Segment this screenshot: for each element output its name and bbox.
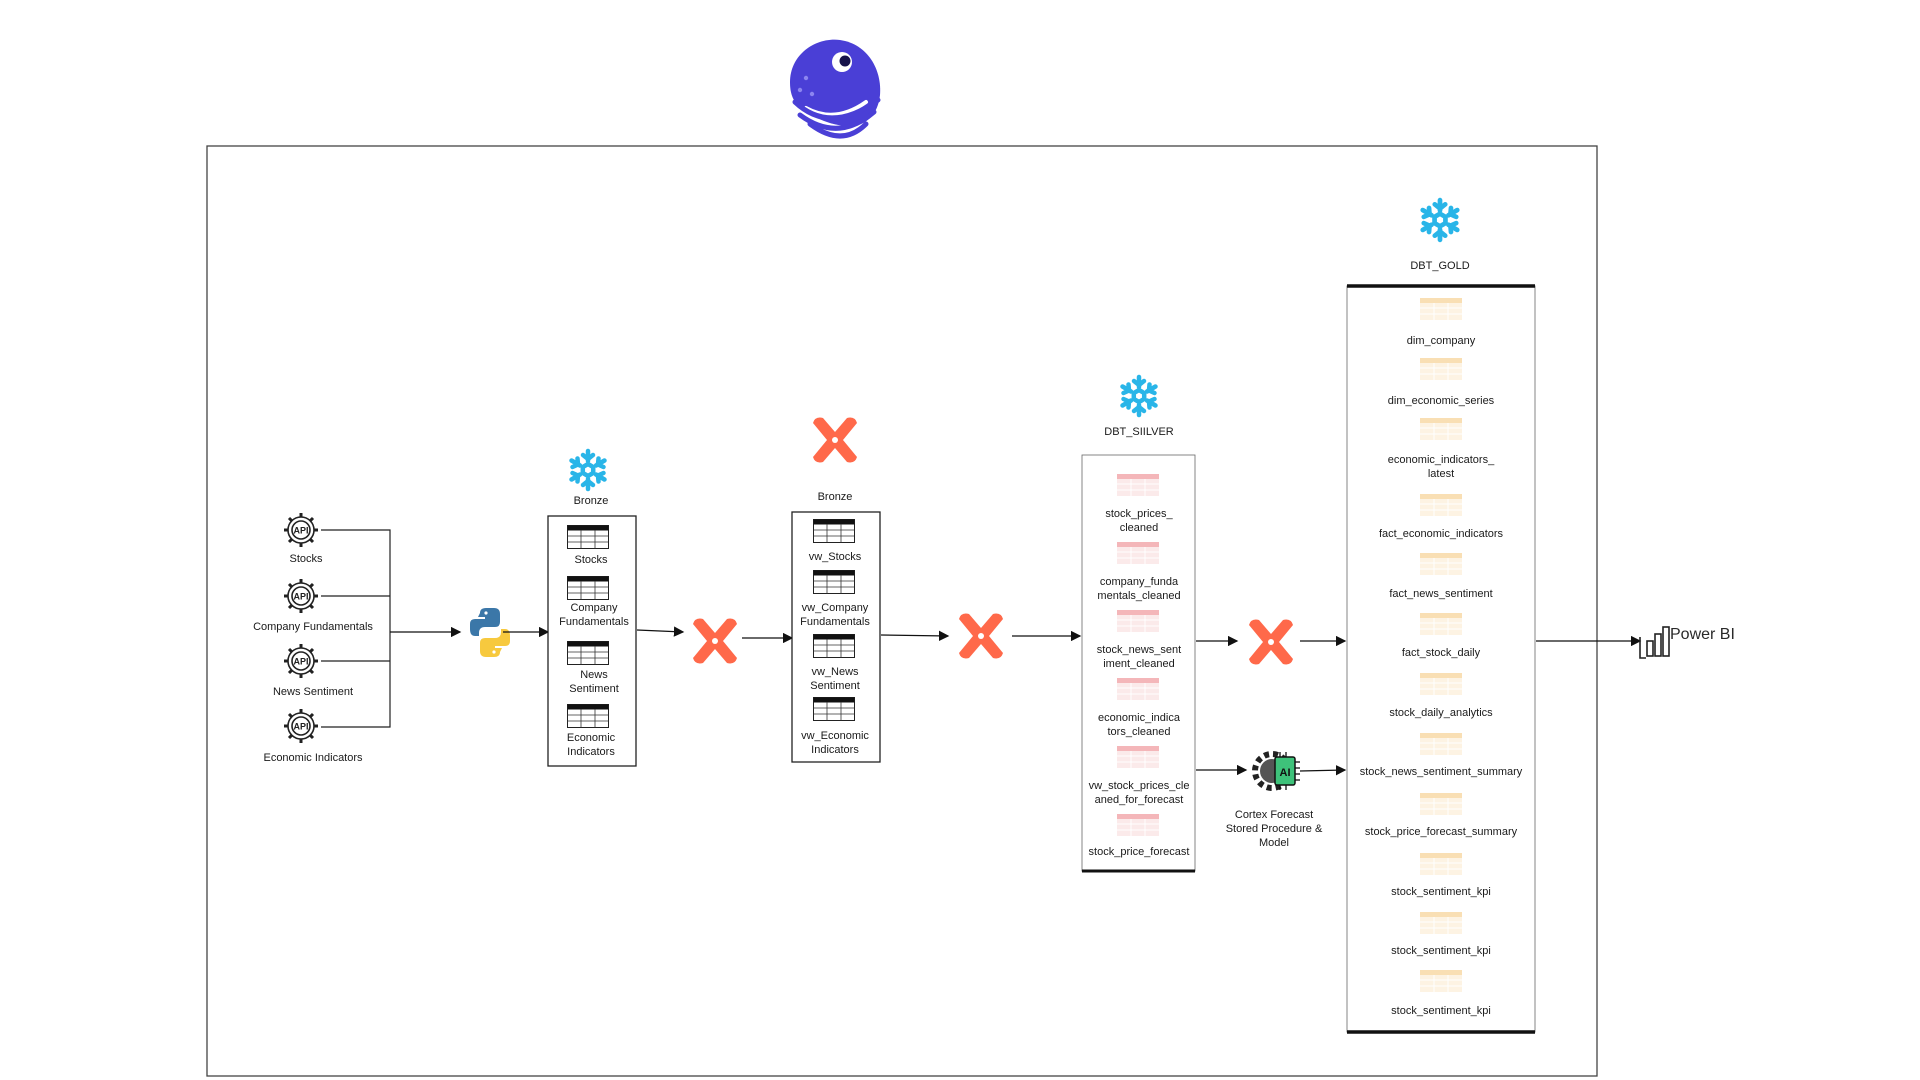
snowflake-bronze-icon [572, 451, 605, 489]
gold-table-label: stock_news_sentiment_summary [1359, 766, 1523, 778]
gold-table-label: stock_price_forecast_summary [1364, 826, 1518, 838]
dbt-icon [1249, 619, 1293, 665]
snowflake-silver-icon [1123, 377, 1156, 415]
source-connectors [321, 529, 391, 728]
source-label-stocks: Stocks [289, 553, 323, 565]
gold-table-label: stock_sentiment_kpi [1391, 886, 1491, 898]
gold-table-label: fact_economic_indicators [1378, 528, 1504, 540]
table-icon [1420, 553, 1462, 575]
bronze-raw-table-label: Economic Indicators [566, 732, 616, 758]
gold-table-label: fact_news_sentiment [1389, 588, 1493, 600]
gold-table-label: stock_daily_analytics [1389, 707, 1493, 719]
ai-chip-gear-icon: AI [1252, 751, 1300, 791]
api-news-sentiment-icon [282, 642, 320, 680]
table-icon [567, 704, 609, 728]
arrow-cortex-to-gold [1299, 765, 1347, 776]
source-label-news-sentiment: News Sentiment [272, 686, 354, 698]
table-icon [1420, 494, 1462, 516]
table-icon [1420, 853, 1462, 875]
table-icon [1117, 474, 1159, 496]
table-icon [1117, 746, 1159, 768]
bronze-views-table-label: vw_Company Fundamentals [800, 602, 870, 628]
power-bi-label: Power BI [1670, 626, 1735, 643]
gold-title: DBT_GOLD [1410, 260, 1470, 272]
bronze-raw-title: Bronze [573, 495, 609, 507]
api-stocks-icon [282, 511, 320, 549]
source-label-economic-indicators: Economic Indicators [263, 752, 363, 764]
bronze-views-table-label: vw_Economic Indicators [801, 730, 869, 756]
table-icon [813, 570, 855, 594]
source-label-company-fundamentals: Company Fundamentals [253, 621, 373, 633]
table-icon [1420, 733, 1462, 755]
table-icon [1420, 358, 1462, 380]
ai-chip-text: AI [1280, 767, 1291, 779]
dbt-icon [959, 613, 1003, 659]
arrow-bronze-to-dbt [636, 626, 685, 637]
table-icon [1420, 673, 1462, 695]
gold-table-label: stock_sentiment_kpi [1391, 945, 1491, 957]
gold-table-label: economic_indicators_ latest [1387, 454, 1495, 480]
table-icon [567, 525, 609, 549]
silver-table-label: company_funda mentals_cleaned [1097, 576, 1181, 602]
table-icon [1117, 814, 1159, 836]
table-icon [1420, 793, 1462, 815]
api-company-fundamentals-icon [282, 577, 320, 615]
bronze-raw-table-label: News Sentiment [569, 669, 619, 695]
dagster-octopus-icon [790, 39, 881, 139]
power-bi-icon [1639, 626, 1670, 659]
table-icon [1117, 678, 1159, 700]
gold-table-label: dim_company [1406, 335, 1476, 347]
bronze-raw-table-label: Stocks [574, 554, 608, 566]
python-icon [470, 608, 510, 657]
silver-table-label: stock_prices_ cleaned [1105, 508, 1173, 534]
arrow-views-to-dbt [880, 630, 950, 642]
dbt-icon [693, 618, 737, 664]
dbt-bronze-icon [813, 417, 857, 463]
table-icon [567, 641, 609, 665]
table-icon [1420, 298, 1462, 320]
silver-table-label: vw_stock_prices_cle aned_for_forecast [1088, 780, 1190, 806]
bronze-raw-table-label: Company Fundamentals [559, 602, 629, 628]
bronze-views-title: Bronze [817, 491, 853, 503]
silver-box [1081, 454, 1196, 872]
table-icon [1420, 418, 1462, 440]
table-icon [813, 519, 855, 543]
table-icon [1420, 613, 1462, 635]
gold-table-label: dim_economic_series [1387, 395, 1495, 407]
table-icon [1420, 912, 1462, 934]
api-economic-indicators-icon [282, 707, 320, 745]
orchestration-frame [206, 145, 1598, 1077]
table-icon [813, 697, 855, 721]
bronze-views-table-label: vw_News Sentiment [810, 666, 860, 692]
table-icon [567, 576, 609, 600]
table-icon [1420, 970, 1462, 992]
bronze-views-table-label: vw_Stocks [808, 551, 862, 563]
silver-table-label: stock_news_sent iment_cleaned [1096, 644, 1182, 670]
cortex-label: Cortex Forecast Stored Procedure & Model [1225, 809, 1323, 849]
table-icon [1117, 542, 1159, 564]
gold-box [1346, 285, 1536, 1033]
table-icon [813, 634, 855, 658]
gold-table-label: fact_stock_daily [1401, 647, 1481, 659]
snowflake-gold-icon [1423, 200, 1458, 240]
table-icon [1117, 610, 1159, 632]
silver-table-label: economic_indica tors_cleaned [1098, 712, 1180, 738]
gold-table-label: stock_sentiment_kpi [1391, 1005, 1491, 1017]
silver-title: DBT_SIILVER [1104, 426, 1174, 438]
silver-table-label: stock_price_forecast [1088, 846, 1190, 858]
